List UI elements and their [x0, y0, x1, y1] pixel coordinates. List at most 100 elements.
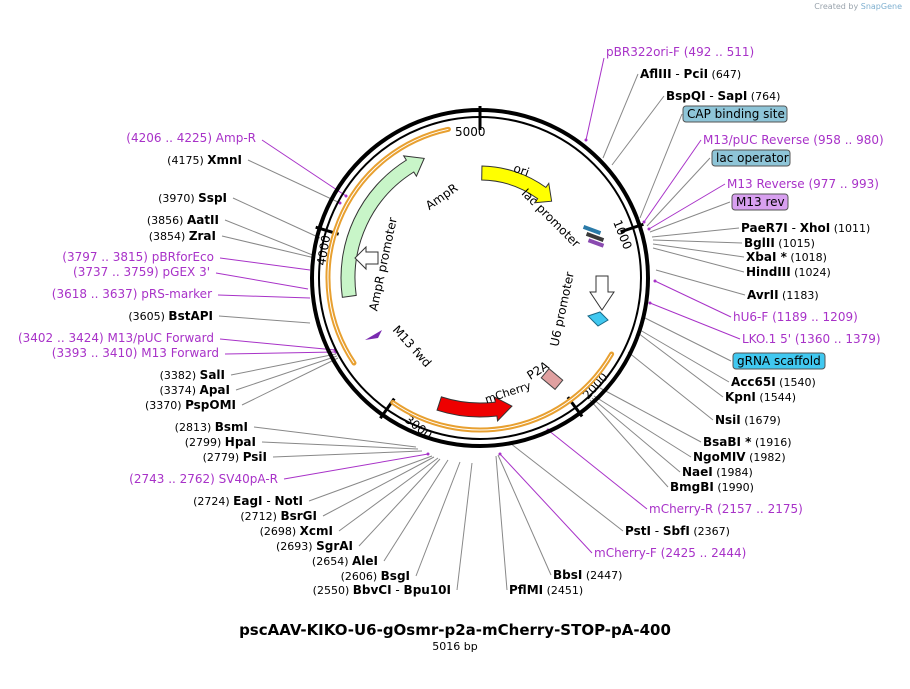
- enzyme-aatii: (3856) AatII: [147, 213, 219, 227]
- feature-label-ampr: AmpR: [423, 181, 460, 213]
- label-connector-lines: [215, 57, 746, 591]
- feature-label-u6-promoter: U6 promoter: [547, 271, 576, 348]
- line-sali: [230, 353, 337, 376]
- line-mcherry-r: [547, 429, 648, 510]
- line-bbvci: [456, 462, 473, 591]
- line-kpni: [637, 332, 724, 398]
- line-hpai: [261, 441, 419, 450]
- enzyme-pflmi: PflMI (2451): [509, 583, 583, 597]
- enzyme-bspqi-sapi: BspQI - SapI (764): [666, 89, 780, 103]
- line-psii: [272, 450, 423, 458]
- snapgene-credit: Created by SnapGene: [814, 2, 902, 11]
- enzyme-afliii-pcii: AflIII - PciI (647): [640, 67, 741, 81]
- primer-m13-reverse: M13 Reverse (977 .. 993): [727, 177, 879, 191]
- grna-marker: [587, 311, 609, 327]
- line-ngomiv: [593, 395, 692, 458]
- line-pgex: [215, 272, 309, 290]
- primer-m13-puc-reverse: M13/pUC Reverse (958 .. 980): [703, 133, 884, 147]
- line-psti: [509, 442, 624, 532]
- plasmid-name: pscAAV-KIKO-U6-gOsmr-p2a-mCherry-STOP-pA…: [239, 621, 671, 639]
- lac-operator-box: [711, 149, 791, 167]
- enzyme-bsgi: (2606) BsgI: [341, 569, 410, 583]
- enzyme-naei: NaeI (1984): [682, 465, 753, 479]
- feature-label-ori: ori: [512, 161, 531, 179]
- enzyme-sspi: (3970) SspI: [158, 191, 227, 205]
- cap-binding-site-box: [682, 105, 788, 123]
- lac-marker-2: [585, 232, 605, 242]
- line-m13-fwd: [224, 351, 336, 355]
- line-sspi: [232, 197, 321, 239]
- grna-scaffold-box: [732, 352, 826, 370]
- credit-prefix: Created by: [814, 2, 859, 11]
- enzyme-sali: (3382) SalI: [160, 368, 225, 382]
- line-m13-rev: [648, 183, 726, 230]
- line-prs: [217, 294, 311, 299]
- primer-site-0: [344, 194, 348, 198]
- primer-m13-puc-forward: (3402 .. 3424) M13/pUC Forward: [18, 331, 214, 345]
- feature-arrows: [325, 126, 615, 433]
- primer-site-7: [584, 138, 588, 142]
- line-cap: [639, 113, 683, 219]
- line-avrii: [655, 269, 746, 296]
- enzyme-psii: (2779) PsiI: [203, 450, 267, 464]
- enzyme-xbai: XbaI * (1018): [746, 250, 827, 264]
- primer-pgex-3: (3737 .. 3759) pGEX 3': [73, 265, 210, 279]
- line-eagi: [308, 455, 433, 502]
- snapgene-brand: SnapGene: [860, 2, 902, 11]
- m13-fwd-marker: [365, 330, 382, 340]
- line-grna: [644, 317, 732, 362]
- line-m13puc-fwd: [219, 338, 336, 351]
- line-pbrforeco: [219, 257, 311, 271]
- enzyme-xmni: (4175) XmnI: [167, 153, 242, 167]
- line-bmgbi: [589, 399, 669, 488]
- primer-amp-r: (4206 .. 4225) Amp-R: [126, 131, 256, 145]
- enzyme-bbvci-bpu10i: (2550) BbvCI - Bpu10I: [313, 583, 451, 597]
- line-lko1: [649, 302, 741, 340]
- tick-1000-mark: [620, 222, 644, 234]
- enzyme-xcmi: (2698) XcmI: [260, 524, 333, 538]
- u6-promoter-arrow: [589, 275, 615, 311]
- line-mcherry-f: [499, 453, 593, 554]
- line-m13puc-rev: [643, 139, 702, 223]
- enzyme-pspomi: (3370) PspOMI: [145, 398, 236, 412]
- line-bglii: [652, 239, 743, 244]
- p2a-marker: [540, 367, 564, 391]
- enzyme-alei: (2654) AleI: [312, 554, 378, 568]
- line-paer7i: [651, 227, 740, 238]
- enzyme-bbsi: BbsI (2447): [553, 568, 622, 582]
- enzyme-psti-sbfi: PstI - SbfI (2367): [625, 524, 730, 538]
- ori-arrow: [481, 165, 553, 204]
- feature-label-m13-fwd: M13 fwd: [390, 323, 434, 370]
- line-xbai: [652, 243, 745, 258]
- enzyme-eagi-noti: (2724) EagI - NotI: [193, 494, 303, 508]
- line-sv40pa-r: [283, 453, 429, 480]
- primer-site-4: [426, 452, 430, 456]
- primer-sv40pa-r: (2743 .. 2762) SV40pA-R: [129, 472, 278, 486]
- mcherry-arrow: [436, 396, 513, 423]
- line-nsii: [627, 351, 714, 421]
- line-bsrgi: [322, 456, 435, 517]
- enzyme-bsrgi: (2712) BsrGI: [240, 509, 317, 523]
- line-hu6-f: [654, 280, 732, 318]
- line-alei: [383, 459, 449, 562]
- enzyme-ngomiv: NgoMIV (1982): [693, 450, 786, 464]
- line-pbr322ori-f: [585, 57, 605, 141]
- line-amp-r: [261, 139, 347, 197]
- line-lac-op: [646, 157, 711, 227]
- lac-marker-1: [582, 225, 602, 235]
- line-bsgi: [415, 461, 461, 577]
- primer-site-11: [648, 301, 652, 305]
- tick-5000-label: 5000: [455, 125, 486, 139]
- primer-site-1: [338, 201, 342, 205]
- line-pspomi: [241, 357, 339, 406]
- ampr-band-core: [327, 128, 449, 364]
- plasmid-size: 5016 bp: [432, 640, 478, 653]
- enzyme-bglii: BglII (1015): [744, 236, 815, 250]
- enzyme-avrii: AvrII (1183): [747, 288, 819, 302]
- primer-mcherry-r: mCherry-R (2157 .. 2175): [649, 502, 803, 516]
- ampr-promoter-arrow: [354, 245, 379, 271]
- lac-marker-3: [587, 238, 605, 248]
- ampr-arrow: [340, 155, 425, 298]
- line-hindiii: [652, 247, 745, 273]
